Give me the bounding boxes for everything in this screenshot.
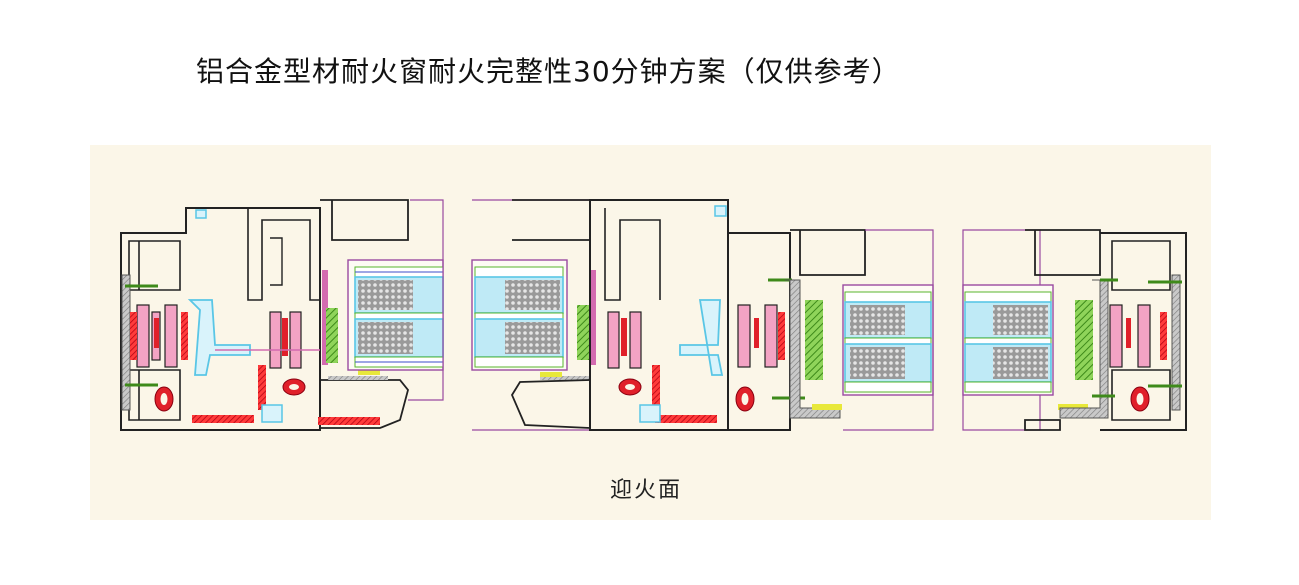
left-section bbox=[120, 199, 444, 431]
right-section bbox=[962, 229, 1187, 431]
middle-section bbox=[471, 199, 934, 431]
page-title: 铝合金型材耐火窗耐火完整性30分钟方案（仅供参考） bbox=[196, 55, 901, 88]
fire-side-caption: 迎火面 bbox=[610, 478, 683, 503]
